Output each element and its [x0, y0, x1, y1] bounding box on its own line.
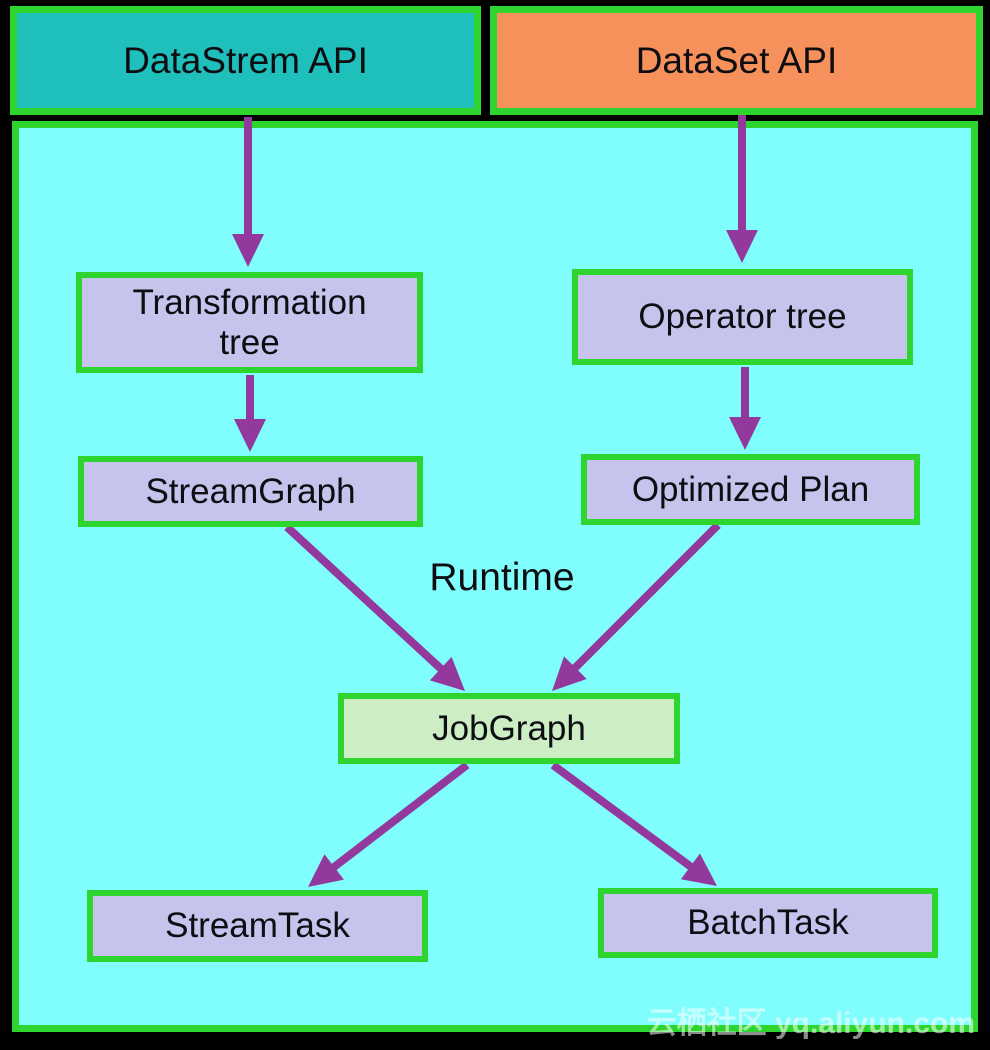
node-streamgraph: StreamGraph: [78, 456, 423, 527]
runtime-label: Runtime: [429, 556, 575, 599]
node-streamtask: StreamTask: [87, 890, 428, 962]
node-operator-tree: Operator tree: [572, 269, 913, 365]
watermark-text: 云栖社区 yq.aliyun.com: [646, 1007, 975, 1040]
node-optimized-plan: Optimized Plan: [581, 454, 920, 525]
node-transformation-tree: Transformation tree: [76, 272, 423, 373]
node-jobgraph: JobGraph: [338, 693, 680, 764]
node-datastream-api: DataStrem API: [10, 6, 481, 115]
node-dataset-api: DataSet API: [490, 6, 983, 115]
node-batchtask: BatchTask: [598, 888, 938, 958]
